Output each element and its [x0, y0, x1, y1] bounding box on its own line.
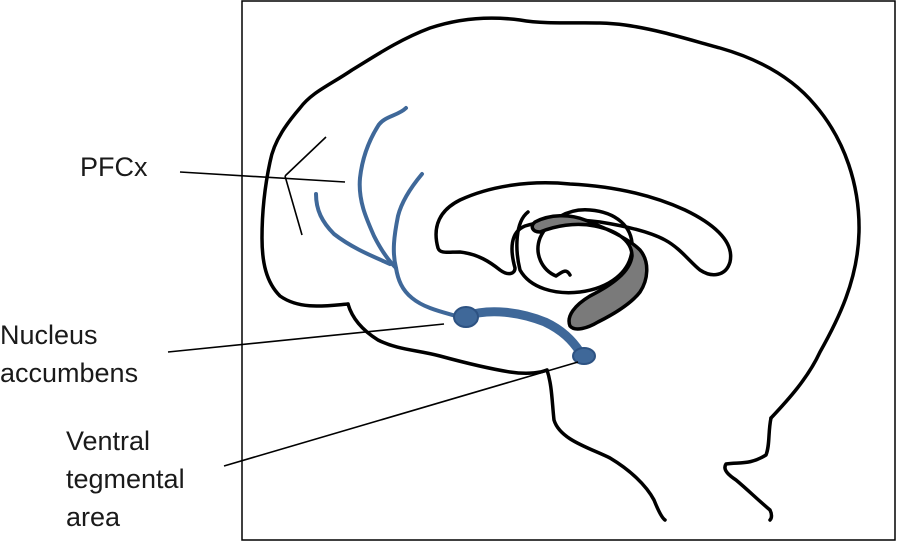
pathway-trunk: [394, 266, 458, 318]
label-nucleus-accumbens-line-2: accumbens: [0, 358, 138, 388]
thalamus-outline: [515, 208, 634, 295]
label-vta-line-1: Ventral: [66, 426, 150, 456]
nucleus-accumbens-marker: [453, 306, 479, 328]
label-nucleus-accumbens-line-1: Nucleus: [0, 320, 98, 350]
vta-leader: [223, 361, 579, 467]
label-nucleus-accumbens: Nucleus accumbens: [0, 320, 138, 388]
brainstem-outline: [545, 368, 667, 522]
corpus-callosum: [434, 181, 733, 277]
accumbens-leader: [167, 323, 445, 353]
shaded-region: [530, 214, 649, 331]
cerebellum-outline: [723, 416, 774, 522]
accumbens-vta-tract: [461, 307, 585, 357]
pfcx-leader-up: [284, 136, 327, 177]
label-pfcx: PFCx: [80, 152, 148, 182]
brain-outline: [260, 16, 861, 420]
figure-frame: [241, 0, 896, 541]
label-vta-line-3: area: [66, 502, 121, 532]
pfcx-pathway-upper: [357, 106, 408, 270]
pfcx-pathway-mid: [391, 172, 424, 270]
vta-marker: [572, 347, 596, 365]
pfcx-leader-down: [284, 175, 303, 236]
label-vta-line-2: tegmental: [66, 464, 185, 494]
pfcx-pathway-lower: [314, 192, 392, 266]
label-ventral-tegmental-area: Ventral tegmental area: [66, 426, 192, 532]
pfcx-leader-main: [179, 171, 346, 183]
